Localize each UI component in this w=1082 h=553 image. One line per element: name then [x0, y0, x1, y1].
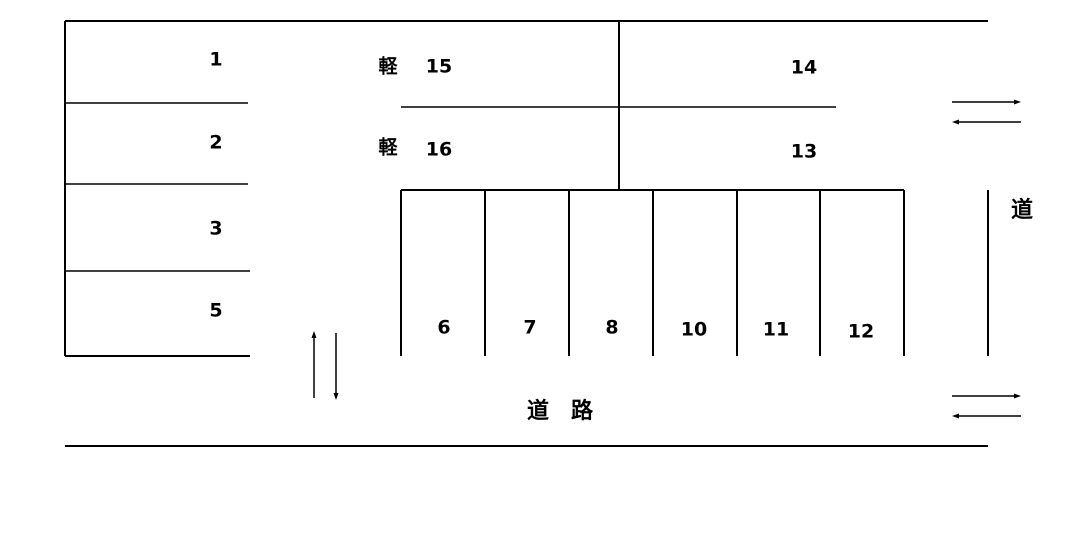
space-16-label: 16	[426, 139, 452, 161]
lot-lines	[64, 20, 989, 447]
space-10-label: 10	[681, 319, 707, 341]
two-way-arrow-icon	[952, 393, 1021, 419]
two-way-arrow-icon	[311, 331, 339, 400]
space-13-label: 13	[791, 141, 817, 163]
space-2-label: 2	[209, 132, 222, 154]
kei-mark-label: 軽	[378, 56, 398, 78]
space-14-label: 14	[791, 57, 817, 79]
road-label-right: 道	[1011, 197, 1033, 223]
space-6-label: 6	[437, 317, 450, 339]
space-8-label: 8	[605, 317, 618, 339]
space-7-label: 7	[523, 317, 536, 339]
space-11-label: 11	[763, 319, 789, 341]
road-label-bottom: 道 路	[527, 398, 594, 424]
space-5-label: 5	[209, 300, 222, 322]
space-12-label: 12	[848, 321, 874, 343]
two-way-arrow-icon	[952, 99, 1021, 125]
space-1-label: 1	[209, 49, 222, 71]
space-3-label: 3	[209, 218, 222, 240]
space-15-label: 15	[426, 56, 452, 78]
kei-mark-label: 軽	[378, 137, 398, 159]
